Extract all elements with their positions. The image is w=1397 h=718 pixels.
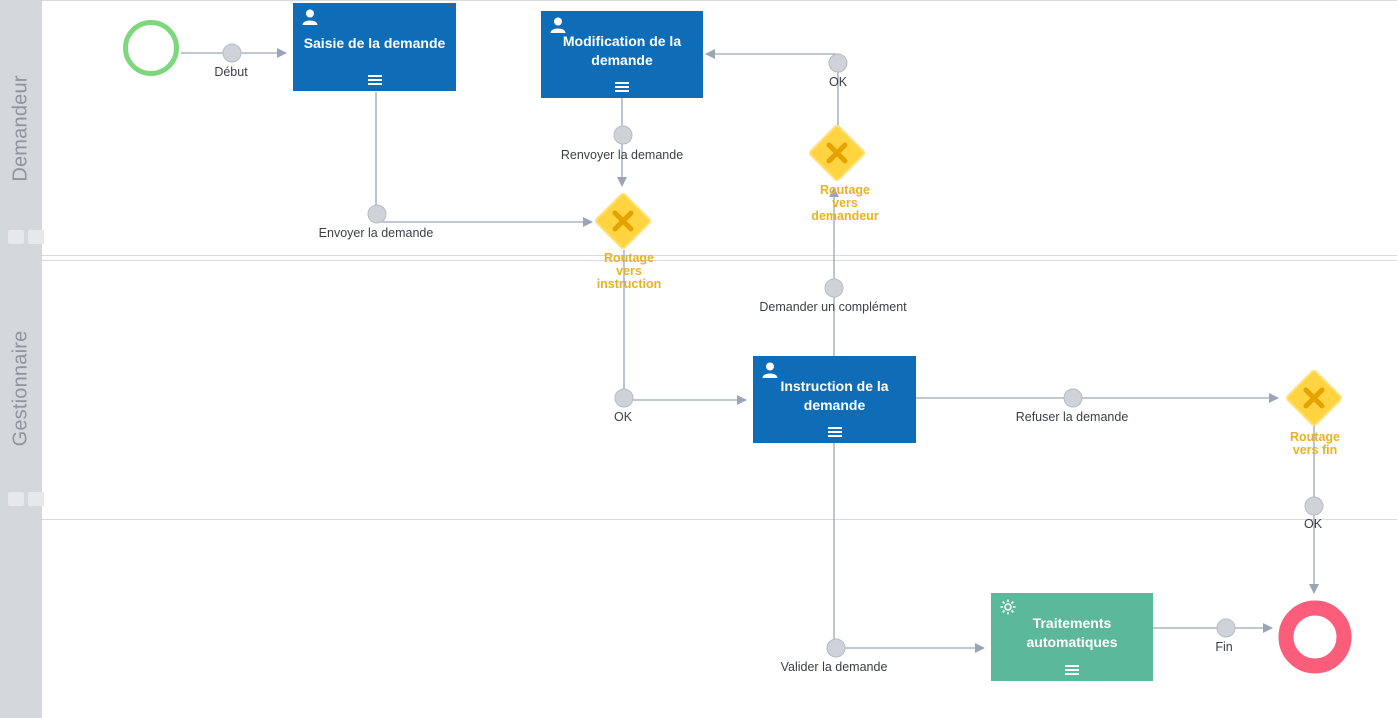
flow-handle-ok-fin[interactable] [1304,496,1324,516]
lane-resize-handle[interactable] [28,492,44,506]
task-instruction-de-la-demande[interactable]: Instruction de la demande [753,356,916,443]
flow-label-ok-modif: OK [828,75,848,89]
menu-icon[interactable] [615,82,629,92]
gateway-x-icon [612,210,634,232]
gateway-label-routage-instruction: Routage vers instruction [596,251,662,291]
lane-resize-handle[interactable] [8,230,24,244]
lane-resize-handle[interactable] [28,230,44,244]
flow-handle-valider[interactable] [826,638,846,658]
flow-envoyer-line[interactable] [375,92,593,227]
flow-ok-modif-line[interactable] [705,49,839,126]
gateway-x-icon [1303,387,1325,409]
gateway-label-routage-fin: Routage vers fin [1290,430,1340,457]
flow-label-fin: Fin [1215,640,1233,654]
gateway-x-icon [826,142,848,164]
user-icon [762,362,778,378]
flow-handle-debut[interactable] [222,43,242,63]
task-traitements-automatiques[interactable]: Traitements automatiques [991,593,1153,681]
task-instruction-label: Instruction de la demande [780,377,889,413]
task-modification-label: Modification de la demande [562,32,682,68]
flow-handle-renvoyer[interactable] [613,125,633,145]
flow-label-valider: Valider la demande [780,660,888,674]
flow-handle-envoyer[interactable] [367,204,387,224]
flow-label-renvoyer: Renvoyer la demande [560,148,684,162]
lane-divider [42,0,1397,1]
menu-icon[interactable] [367,75,382,85]
flow-label-envoyer: Envoyer la demande [318,226,434,240]
lane-resize-handle[interactable] [8,492,24,506]
menu-icon[interactable] [827,427,842,437]
end-event[interactable] [1278,600,1352,674]
flow-label-refuser: Refuser la demande [1015,410,1129,424]
gateway-routage-instruction[interactable] [594,192,652,250]
lane-divider [42,519,1397,520]
flow-label-debut: Début [214,65,248,79]
user-icon [302,9,318,25]
task-saisie-label: Saisie de la demande [303,34,446,51]
flow-label-demander-complement: Demander un complément [759,300,907,314]
gear-icon [1000,599,1016,615]
flow-handle-refuser[interactable] [1063,388,1083,408]
flow-label-ok-instruction: OK [613,410,633,424]
start-event[interactable] [123,20,179,76]
task-saisie-de-la-demande[interactable]: Saisie de la demande [293,3,456,91]
lane-header-band [0,0,42,718]
lane-divider [42,255,1397,256]
gateway-routage-fin[interactable] [1285,369,1343,427]
flow-handle-ok-instruction[interactable] [614,388,634,408]
flow-label-ok-fin: OK [1303,517,1323,531]
gateway-routage-demandeur[interactable] [808,124,866,182]
flow-valider-line[interactable] [833,443,985,653]
lane-divider [42,260,1397,261]
flow-handle-ok-modif[interactable] [828,53,848,73]
menu-icon[interactable] [1065,665,1079,675]
task-modification-de-la-demande[interactable]: Modification de la demande [541,11,703,98]
user-icon [550,17,566,33]
flow-handle-demander-complement[interactable] [824,278,844,298]
task-traitements-label: Traitements automatiques [1026,615,1118,650]
gateway-label-routage-demandeur: Routage vers demandeur [811,183,879,223]
flow-handle-fin[interactable] [1216,618,1236,638]
